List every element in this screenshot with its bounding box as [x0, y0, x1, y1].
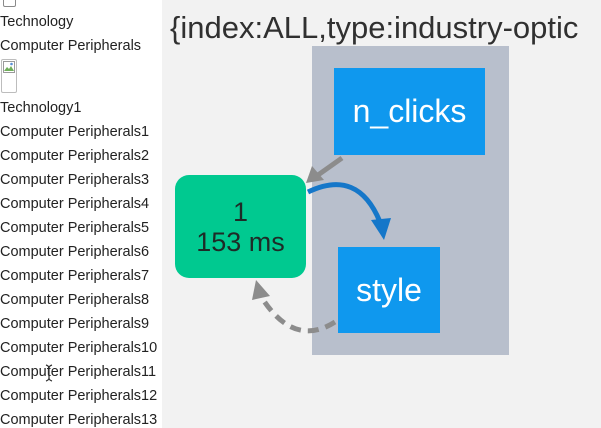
input-arrow: [306, 155, 344, 183]
callback-graph-panel: {index:ALL,type:industry-optic n_clicks …: [162, 0, 601, 428]
list-item: Computer Peripherals12: [0, 388, 158, 404]
list-item: Computer Peripherals7: [0, 268, 150, 284]
industry-list-panel: Technology Computer Peripherals Technolo…: [0, 0, 162, 428]
list-item: Computer Peripherals9: [0, 316, 150, 332]
list-item: Computer Peripherals3: [0, 172, 150, 188]
input-property-label: n_clicks: [352, 93, 467, 129]
list-item: Computer Peripherals6: [0, 244, 150, 260]
list-item: Computer Peripherals4: [0, 196, 150, 212]
callback-call-count: 1: [232, 196, 249, 227]
list-item: Computer Peripherals1: [0, 124, 150, 140]
graph-arrows: [252, 155, 391, 334]
list-item: Technology: [0, 14, 74, 30]
output-property-node[interactable]: style: [338, 247, 440, 333]
callback-duration: 153 ms: [196, 226, 285, 257]
callback-id-title: {index:ALL,type:industry-optic: [170, 10, 579, 45]
select-checkbox[interactable]: [3, 0, 16, 7]
list-item: Computer Peripherals8: [0, 292, 150, 308]
list-item: Computer Peripherals11: [0, 364, 157, 380]
output-property-label: style: [356, 271, 422, 308]
return-arrow: [252, 280, 337, 334]
broken-image-icon: [1, 59, 17, 93]
list-item: Computer Peripherals10: [0, 340, 158, 356]
list-item: Computer Peripherals2: [0, 148, 150, 164]
input-property-node[interactable]: n_clicks: [334, 68, 485, 155]
list-item: Computer Peripherals5: [0, 220, 150, 236]
list-item: Technology1: [0, 100, 82, 116]
list-item: Computer Peripherals: [0, 38, 142, 54]
output-arrow: [306, 182, 391, 240]
list-item: Computer Peripherals13: [0, 412, 158, 428]
callback-node[interactable]: 1 153 ms: [175, 175, 306, 278]
text-cursor-icon: [45, 364, 53, 382]
